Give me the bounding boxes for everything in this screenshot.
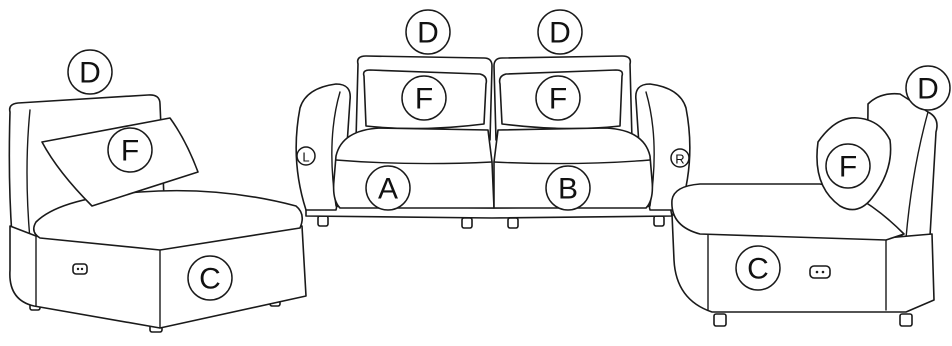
seat-right-module-label: B [558,173,578,206]
backrest-label: D [79,57,101,90]
backrest-label: D [417,17,439,50]
left-seat-cushion [334,128,494,208]
sofa-foot [318,216,328,226]
pillow-label: F [415,83,433,116]
armless-chair-label: C [199,263,221,296]
pillow-label: F [839,151,857,184]
chair-foot [714,314,726,326]
connector-port [73,264,87,274]
seat-left-module-label: A [378,173,398,206]
center-loveseat: D D F F A B L R [296,10,690,228]
backrest-label: D [549,17,571,50]
backrest-label: D [917,73,939,106]
left-arm-label: L [302,150,309,165]
connector-pin [822,271,825,274]
armless-chair-label: C [747,253,769,286]
connector-pin [81,268,83,270]
sofa-foot [654,216,664,226]
pillow-label: F [121,135,139,168]
sofa-foot [462,218,472,228]
right-armless-chair: D F C [672,66,950,326]
connector-pin [816,271,819,274]
right-arm-label: R [675,152,684,167]
connector-pin [77,268,79,270]
chair-foot [900,314,912,326]
left-armless-chair: D F C [9,50,306,332]
pillow-label: F [549,83,567,116]
connector-port [810,266,830,278]
sofa-foot [508,218,518,228]
